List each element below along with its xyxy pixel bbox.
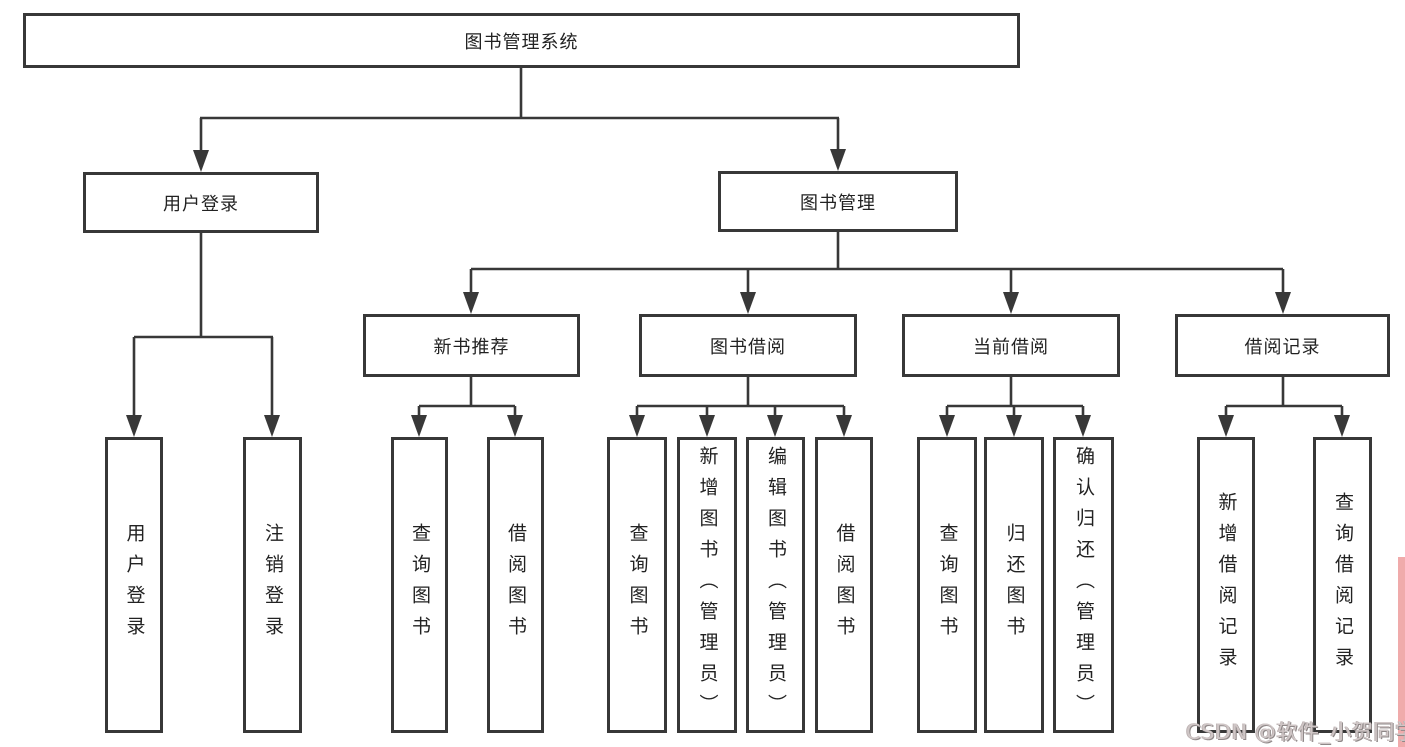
node-leaf-query-book-2: 查询图书 bbox=[607, 437, 667, 733]
node-label: 归还图书 bbox=[1003, 523, 1026, 647]
node-leaf-user-login: 用户登录 bbox=[105, 437, 163, 733]
node-label: 新增借阅记录 bbox=[1215, 492, 1238, 678]
node-label: 借阅图书 bbox=[833, 523, 856, 647]
node-label: 用户登录 bbox=[123, 523, 146, 647]
node-leaf-confirm-return-admin: 确认归还（管理员） bbox=[1053, 437, 1114, 733]
node-leaf-edit-book-admin: 编辑图书（管理员） bbox=[746, 437, 805, 733]
node-leaf-borrow-book-2: 借阅图书 bbox=[815, 437, 873, 733]
node-book-borrow: 图书借阅 bbox=[639, 314, 857, 377]
node-new-book-recommend: 新书推荐 bbox=[363, 314, 580, 377]
node-label: 查询图书 bbox=[936, 523, 959, 647]
node-leaf-logout: 注销登录 bbox=[243, 437, 302, 733]
node-leaf-add-book-admin: 新增图书（管理员） bbox=[677, 437, 737, 733]
node-label: 借阅图书 bbox=[505, 523, 527, 647]
node-label: 确认归还（管理员） bbox=[1073, 445, 1095, 725]
node-label: 编辑图书（管理员） bbox=[765, 445, 787, 725]
node-user-login: 用户登录 bbox=[83, 172, 319, 233]
node-current-borrow: 当前借阅 bbox=[902, 314, 1120, 377]
node-label: 新增图书（管理员） bbox=[696, 445, 719, 725]
node-borrow-record: 借阅记录 bbox=[1175, 314, 1390, 377]
node-leaf-return-book: 归还图书 bbox=[984, 437, 1044, 733]
node-label: 查询借阅记录 bbox=[1332, 492, 1354, 678]
node-library-management-system: 图书管理系统 bbox=[23, 13, 1020, 68]
node-leaf-query-book-3: 查询图书 bbox=[917, 437, 977, 733]
node-label: 注销登录 bbox=[262, 523, 284, 647]
node-leaf-query-borrow-record: 查询借阅记录 bbox=[1313, 437, 1372, 733]
node-leaf-borrow-book-1: 借阅图书 bbox=[487, 437, 544, 733]
csdn-watermark: CSDN @软件_小贺同学 bbox=[1186, 720, 1405, 744]
node-leaf-add-borrow-record: 新增借阅记录 bbox=[1197, 437, 1255, 733]
node-leaf-query-book-1: 查询图书 bbox=[391, 437, 448, 733]
node-label: 查询图书 bbox=[626, 523, 649, 647]
node-book-management: 图书管理 bbox=[718, 171, 958, 232]
watermark-accent-strip bbox=[1398, 557, 1405, 747]
node-label: 查询图书 bbox=[409, 523, 431, 647]
